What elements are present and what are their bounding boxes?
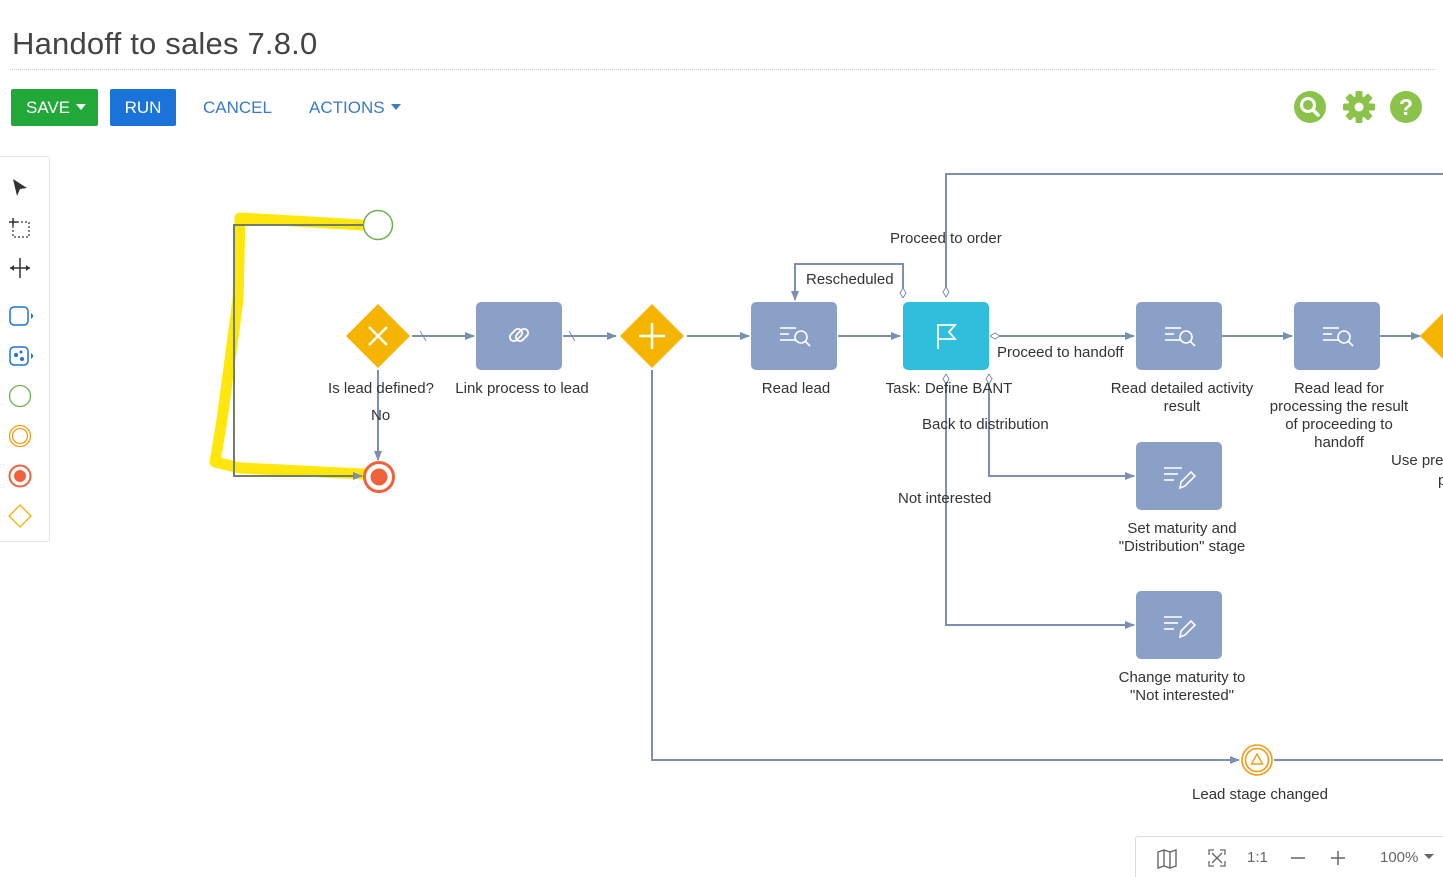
edit-data-icon (1164, 616, 1197, 639)
svg-text:?: ? (1399, 94, 1413, 120)
flow-label-no: No (371, 407, 391, 424)
title-divider (10, 69, 1435, 70)
task-label-line: handoff (1314, 434, 1364, 451)
chevron-down-icon (390, 103, 401, 110)
task-label: Read lead (761, 380, 831, 397)
area-select-tool-icon[interactable] (7, 215, 33, 241)
gateway-label: Is lead defined? (328, 380, 434, 397)
event-label: Lead stage changed (1192, 786, 1328, 803)
task-change-maturity-not-interested[interactable] (1136, 591, 1222, 659)
task-define-bant[interactable] (903, 302, 989, 370)
signal-event[interactable] (1240, 743, 1274, 777)
save-button-label: SAVE (26, 98, 71, 117)
task-read-lead[interactable] (751, 302, 837, 370)
flag-icon (937, 324, 957, 349)
partial-task-label: p (1438, 472, 1443, 489)
gateway-element-icon[interactable] (7, 503, 33, 529)
read-data-icon (1165, 327, 1196, 347)
end-event-icon[interactable] (7, 463, 33, 489)
zoom-in-icon[interactable] (1330, 850, 1346, 866)
cancel-button[interactable]: CANCEL (203, 98, 272, 117)
gear-icon[interactable] (1342, 90, 1376, 124)
start-event[interactable] (362, 209, 394, 241)
read-data-icon (780, 327, 811, 347)
zoom-out-icon[interactable] (1290, 850, 1306, 866)
task-label: Read detailed activity result (1099, 380, 1265, 416)
exclusive-gateway[interactable] (344, 302, 412, 370)
task-label: Set maturity and "Distribution" stage (1099, 520, 1265, 556)
task-label-line: "Distribution" stage (1118, 538, 1246, 555)
link-icon (508, 327, 530, 343)
partial-task-label: Use pre (1391, 452, 1443, 469)
help-icon[interactable]: ? (1389, 90, 1423, 124)
chevron-down-icon (1424, 853, 1435, 859)
save-button[interactable]: SAVE (11, 89, 98, 126)
pan-tool-icon[interactable] (7, 255, 33, 281)
task-set-maturity-distribution[interactable] (1136, 442, 1222, 510)
task-label-line: processing the result (1269, 398, 1409, 415)
flow-label-proceed-to-handoff: Proceed to handoff (997, 344, 1124, 361)
task-label-line: result (1163, 398, 1201, 415)
search-icon[interactable] (1293, 90, 1327, 124)
task-label-line: Read lead for (1293, 380, 1385, 397)
zoom-level-value: 100% (1380, 849, 1419, 866)
next-gateway[interactable] (1420, 310, 1443, 362)
chevron-down-icon (76, 103, 87, 110)
read-data-icon (1323, 327, 1354, 347)
zoom-bar: 1:1 100% (1135, 836, 1443, 877)
page-title: Handoff to sales 7.8.0 (12, 26, 318, 61)
task-read-lead-for-processing[interactable] (1294, 302, 1380, 370)
start-event-icon[interactable] (7, 383, 33, 409)
end-event[interactable] (362, 460, 396, 494)
task-label-line: of proceeding to (1285, 416, 1393, 433)
edit-data-icon (1164, 467, 1197, 490)
parallel-gateway[interactable] (618, 302, 686, 370)
task-element-icon[interactable] (7, 303, 33, 329)
pointer-tool-icon[interactable] (7, 175, 33, 201)
task-link-process[interactable] (476, 302, 562, 370)
flow-label-not-interested: Not interested (898, 490, 992, 507)
actions-menu-button[interactable]: ACTIONS (309, 89, 401, 126)
task-label: Task: Define BANT (885, 380, 1013, 397)
flow-label-rescheduled: Rescheduled (806, 271, 894, 288)
flow-label-back-to-distribution: Back to distribution (922, 416, 1049, 433)
fit-screen-icon[interactable] (1208, 849, 1226, 867)
task-label: Link process to lead (455, 380, 589, 397)
run-button[interactable]: RUN (110, 89, 176, 126)
task-label-line: Read detailed activity (1110, 380, 1254, 397)
element-palette (0, 156, 50, 542)
task-label-line: Change maturity to (1118, 669, 1246, 686)
task-read-detailed-activity[interactable] (1136, 302, 1222, 370)
actions-menu-label: ACTIONS (309, 98, 385, 117)
task-label: Read lead for processing the result of p… (1262, 380, 1416, 452)
task-label-line: "Not interested" (1129, 687, 1235, 704)
zoom-level-select[interactable]: 100% (1380, 849, 1435, 866)
task-label-line: Set maturity and (1127, 520, 1237, 537)
flow-label-proceed-to-order: Proceed to order (890, 230, 1002, 247)
map-icon[interactable] (1156, 849, 1178, 869)
actual-size-button[interactable]: 1:1 (1247, 849, 1268, 866)
intermediate-event-icon[interactable] (7, 423, 33, 449)
task-label: Change maturity to "Not interested" (1099, 669, 1265, 705)
user-task-element-icon[interactable] (7, 343, 33, 369)
